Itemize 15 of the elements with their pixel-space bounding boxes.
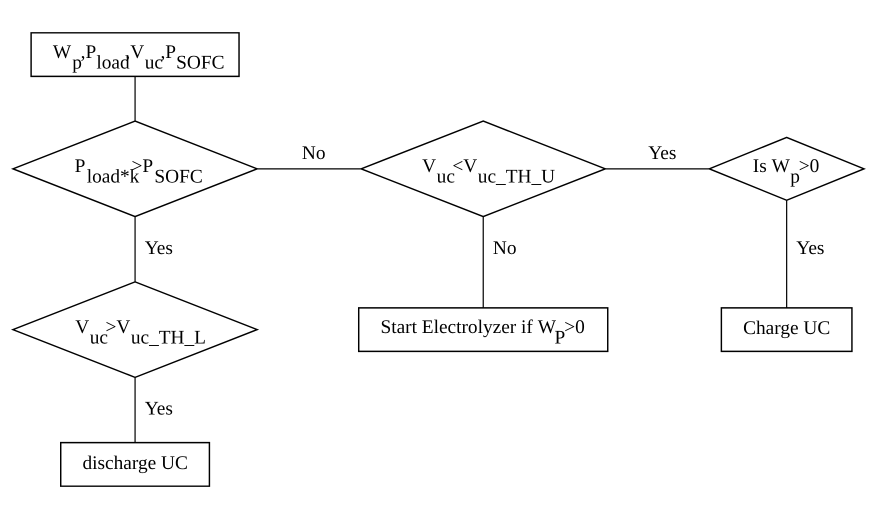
edge-label: Yes <box>144 238 173 259</box>
edge-label: Yes <box>796 238 824 259</box>
node-box: Charge UC <box>720 307 853 352</box>
connector <box>786 200 788 308</box>
connector <box>605 168 710 170</box>
connector <box>134 216 136 282</box>
edge-label: No <box>492 238 517 259</box>
connector <box>134 378 136 442</box>
edge-label: No <box>302 142 326 164</box>
connector <box>257 168 361 170</box>
connector <box>134 76 136 121</box>
node-box: discharge UC <box>60 442 210 487</box>
edge-label: Yes <box>648 142 676 164</box>
connector <box>482 216 484 308</box>
edge-label: Yes <box>144 398 173 420</box>
